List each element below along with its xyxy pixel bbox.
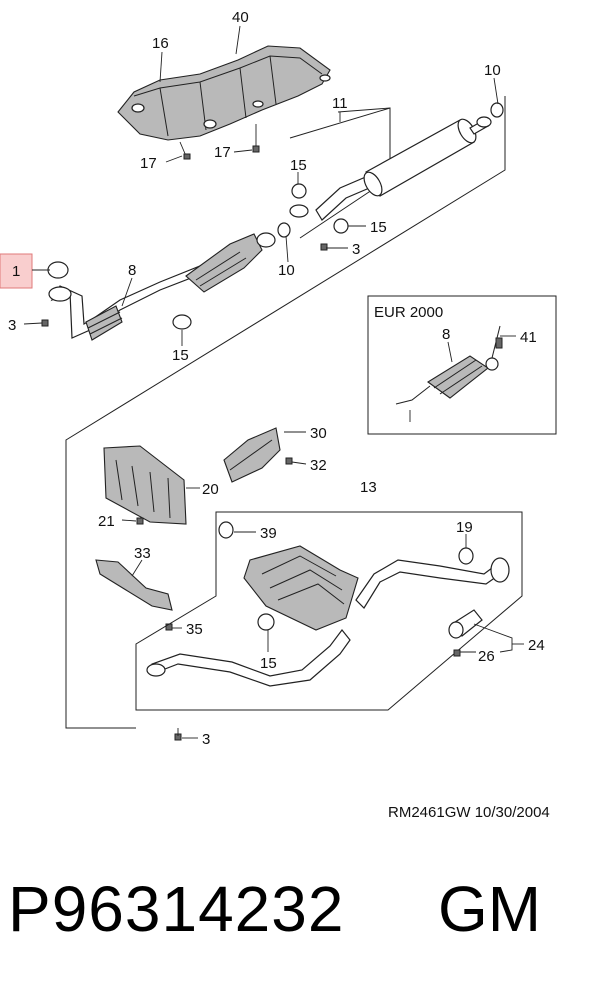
brand-label: GM [438,873,542,945]
callout-24: 24 [528,637,545,654]
heat-shield-20 [103,445,187,525]
callout-3-bottom: 3 [202,731,210,748]
frame-13-outline [135,511,523,711]
callout-17-right: 17 [214,144,231,161]
callout-33: 33 [134,545,151,562]
callout-16: 16 [152,35,169,52]
callout-3-upper: 3 [352,241,360,258]
callout-11: 11 [332,95,348,112]
callout-15-rear: 15 [260,655,277,672]
inset-callout-8: 8 [442,326,450,343]
callout-15-upper: 15 [290,157,307,174]
callout-32: 32 [310,457,327,474]
callout-26: 26 [478,648,495,665]
frame-main-outline [65,96,506,729]
callout-13: 13 [360,479,377,496]
callout-1-highlighted: 1 [12,263,20,280]
callout-35: 35 [186,621,203,638]
center-muffler-11 [289,102,504,251]
callout-15-right: 15 [370,219,387,236]
heat-shield-33 [95,559,173,631]
heat-shield-assembly [117,45,331,141]
callout-labels: 40 16 17 17 10 11 15 15 3 1 8 10 3 15 EU… [8,9,545,748]
tail-trim-24 [448,609,483,657]
callout-20: 20 [202,481,219,498]
diagram-reference: RM2461GW 10/30/2004 [388,804,550,821]
callout-30: 30 [310,425,327,442]
highlight-box-part-1 [0,253,33,289]
inset-callout-41: 41 [520,329,537,346]
bolt-17-left [179,141,191,160]
callout-10-top: 10 [484,62,501,79]
callout-17-left: 17 [140,155,157,172]
inset-catalytic-converter [395,325,503,422]
callout-15-lower: 15 [172,347,189,364]
bolt-17-right [252,124,260,153]
part-number: P96314232 [8,873,345,945]
frame-11-outline [289,107,391,239]
inset-title: EUR 2000 [374,304,443,321]
callout-3-left: 3 [8,317,16,334]
front-pipe-8 [41,222,291,341]
callout-8: 8 [128,262,136,279]
callout-21: 21 [98,513,115,530]
leader-lines [23,25,524,739]
heat-shield-30 [223,427,293,483]
callout-10-lower: 10 [278,262,295,279]
rear-muffler-13 [146,521,510,687]
callout-40: 40 [232,9,249,26]
callout-19: 19 [456,519,473,536]
inset-frame [367,295,557,435]
callout-39: 39 [260,525,277,542]
